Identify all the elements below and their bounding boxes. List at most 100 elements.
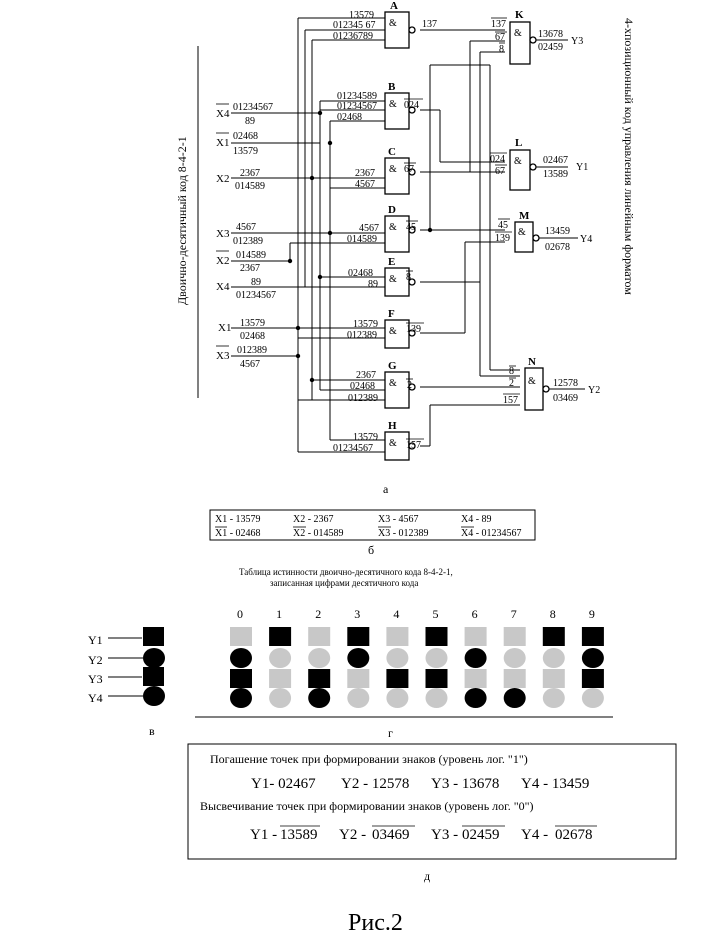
svg-text:&: & — [389, 164, 397, 175]
svg-text:012345 67: 012345 67 — [333, 20, 376, 31]
segment-dot — [464, 669, 487, 688]
svg-text:X4: X4 — [216, 108, 230, 120]
segment-dot — [464, 648, 487, 668]
svg-text:01234567: 01234567 — [337, 101, 377, 112]
svg-text:X4 - 89: X4 - 89 — [461, 514, 492, 525]
svg-text:K: K — [515, 9, 524, 21]
svg-text:13589: 13589 — [543, 169, 568, 180]
gate-m: M & 45 139 13459 02678 Y4 — [495, 210, 592, 253]
svg-text:2367: 2367 — [240, 263, 260, 274]
svg-text:C: C — [388, 146, 396, 158]
caption-g: г — [388, 726, 393, 740]
segment-dot — [464, 627, 487, 646]
svg-text:X2: X2 — [216, 173, 229, 185]
svg-text:89: 89 — [368, 279, 378, 290]
svg-text:X3: X3 — [216, 228, 230, 240]
svg-text:012389: 012389 — [347, 330, 377, 341]
gate-h: H & 13579 01234567 157 — [333, 420, 424, 461]
svg-text:024: 024 — [490, 154, 505, 165]
svg-text:Y2 - 12578: Y2 - 12578 — [341, 776, 409, 792]
svg-text:&: & — [389, 222, 397, 233]
svg-text:02678: 02678 — [555, 827, 593, 843]
segment-dot — [269, 648, 292, 668]
svg-text:Y3: Y3 — [571, 36, 583, 47]
svg-text:01234567: 01234567 — [236, 290, 276, 301]
svg-text:01234567: 01234567 — [233, 102, 273, 113]
svg-text:8: 8 — [499, 44, 504, 55]
svg-text:014589: 014589 — [236, 250, 266, 261]
digit-label: 8 — [550, 607, 556, 621]
segment-dot — [503, 669, 526, 688]
svg-text:8: 8 — [406, 272, 411, 283]
svg-text:Высвечивание точек при формиро: Высвечивание точек при формировании знак… — [200, 799, 534, 813]
segment-dot — [347, 648, 370, 668]
segment-dot — [425, 669, 448, 688]
svg-text:02468: 02468 — [348, 268, 373, 279]
svg-text:&: & — [528, 376, 536, 387]
svg-text:157: 157 — [406, 440, 421, 451]
svg-text:67: 67 — [404, 164, 414, 175]
svg-text:4567: 4567 — [236, 222, 256, 233]
svg-text:X4: X4 — [216, 281, 230, 293]
svg-text:2: 2 — [407, 380, 412, 391]
svg-text:02468: 02468 — [233, 131, 258, 142]
gate-e: E & 02468 89 8 — [348, 256, 416, 297]
svg-text:X3 - 012389: X3 - 012389 — [378, 528, 429, 539]
svg-text:&: & — [514, 156, 522, 167]
input-x1: X1 13579 02468 — [218, 318, 298, 342]
segment-dot — [308, 648, 331, 668]
svg-text:014589: 014589 — [347, 234, 377, 245]
left-vertical-title: Двоично-десятичный код 8-4-2-1 — [175, 136, 189, 305]
svg-text:Y2: Y2 — [588, 385, 600, 396]
segment-dot — [464, 688, 487, 708]
legend: Y1 Y2 Y3 Y4 — [88, 627, 165, 706]
svg-text:&: & — [518, 227, 526, 238]
svg-text:2367: 2367 — [356, 370, 376, 381]
svg-text:12578: 12578 — [553, 378, 578, 389]
segment-dot — [230, 688, 252, 708]
svg-text:139: 139 — [495, 233, 510, 244]
svg-text:Y4: Y4 — [88, 691, 103, 705]
gate-d: D & 4567 014589 45 — [347, 204, 418, 253]
svg-text:2367: 2367 — [240, 168, 260, 179]
gate-l: L & 024 67 02467 13589 Y1 — [490, 137, 588, 191]
segment-dot — [503, 648, 526, 668]
svg-text:L: L — [515, 137, 522, 149]
segment-dot — [230, 669, 252, 688]
svg-text:13579: 13579 — [349, 10, 374, 21]
svg-text:03469: 03469 — [553, 393, 578, 404]
truth-table: X1 - 13579 X2 - 2367 X3 - 4567 X4 - 89 X… — [209, 509, 536, 541]
segment-dot — [269, 669, 292, 688]
svg-text:B: B — [388, 81, 396, 93]
svg-text:X1: X1 — [218, 322, 231, 334]
svg-text:Y4: Y4 — [580, 234, 592, 245]
svg-text:03469: 03469 — [372, 827, 410, 843]
svg-text:Y3 -: Y3 - — [431, 827, 458, 843]
segment-dot — [542, 648, 565, 668]
svg-text:&: & — [514, 28, 522, 39]
summary-box: Погашение точек при формировании знаков … — [187, 743, 677, 860]
input-x3-bar: X3 012389 4567 — [216, 345, 298, 370]
svg-text:01234589: 01234589 — [337, 91, 377, 102]
svg-text:02467: 02467 — [543, 155, 568, 166]
svg-text:012389: 012389 — [237, 345, 267, 356]
gate-c: C & 2367 4567 67 — [355, 146, 416, 195]
segment-dot — [347, 627, 370, 646]
svg-text:Y1- 02467: Y1- 02467 — [251, 776, 316, 792]
digit-label: 9 — [589, 607, 595, 621]
svg-text:02459: 02459 — [538, 42, 563, 53]
gate-g: G & 2367 02468 012389 2 — [348, 360, 416, 409]
svg-text:4567: 4567 — [359, 223, 379, 234]
svg-text:H: H — [388, 420, 397, 432]
truth-table-caption-1: Таблица истинности двоично-десятичного к… — [239, 567, 453, 577]
segment-dot — [425, 648, 448, 668]
svg-text:45: 45 — [406, 222, 416, 233]
input-x4-bar: X4 01234567 89 — [216, 102, 320, 127]
svg-text:M: M — [519, 210, 530, 222]
right-vertical-title: 4-хпозиционный код управления линейным ф… — [622, 18, 636, 295]
svg-text:13589: 13589 — [280, 827, 318, 843]
caption-d: д — [424, 869, 430, 883]
svg-text:137: 137 — [491, 19, 506, 30]
